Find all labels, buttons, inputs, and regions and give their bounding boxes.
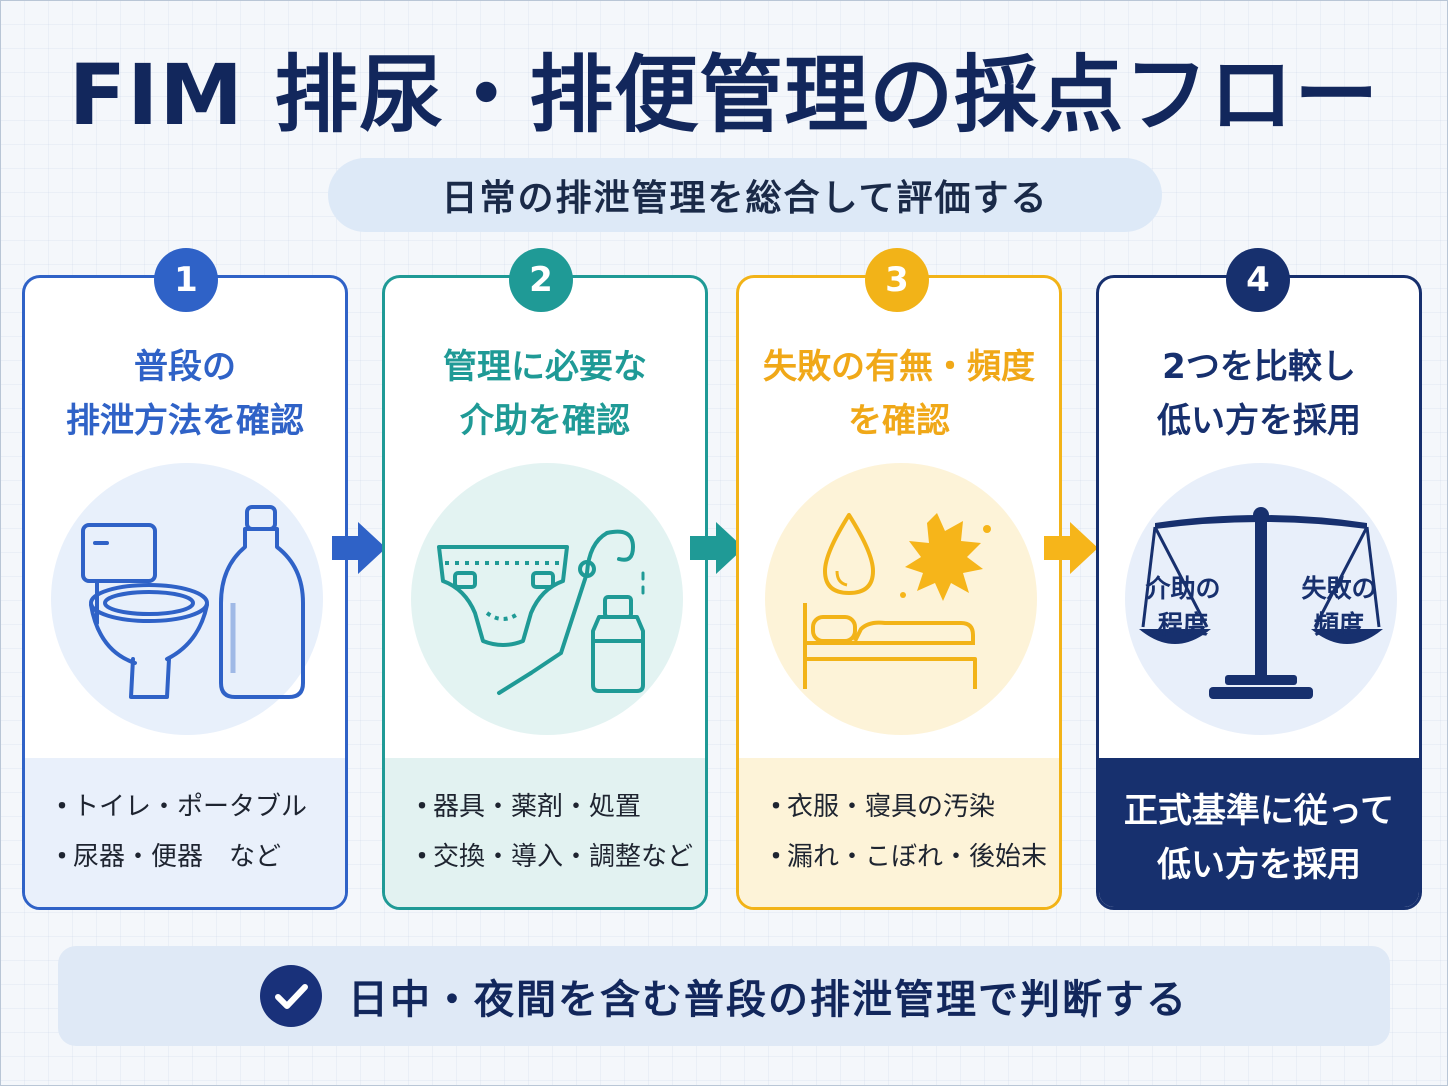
droplet-icon	[823, 513, 875, 595]
list-item: ・トイレ・ポータブル	[49, 782, 345, 832]
bullet-dot: ・	[49, 792, 76, 822]
bullet-dot: ・	[763, 842, 790, 872]
step-4-heading: 2つを比較し 低い方を採用	[1157, 347, 1361, 441]
arrow-right-icon	[1044, 522, 1098, 574]
arrow-right-icon	[332, 522, 386, 574]
list-item-text: 交換・導入・調整など	[433, 842, 694, 872]
bullet-dot: ・	[409, 842, 436, 872]
list-item-text: 漏れ・こぼれ・後始末	[787, 842, 1048, 872]
list-item-text: 衣服・寝具の汚染	[787, 792, 996, 822]
step-3-illustration	[765, 463, 1037, 735]
step-1-badge: 1	[154, 248, 218, 312]
scale-left-label: 介助の 程度	[1145, 574, 1221, 639]
page-title: FIM 排尿・排便管理の採点フロー	[68, 46, 1380, 144]
scale-right-label: 失敗の 頻度	[1301, 574, 1377, 639]
step-3-details: ・衣服・寝具の汚染 ・漏れ・こぼれ・後始末	[739, 758, 1059, 907]
step-1-card: 普段の 排泄方法を確認 ・トイレ・ポータブル ・尿器・便器 など	[22, 275, 348, 910]
list-item: ・尿器・便器 など	[49, 832, 345, 882]
step-2-heading: 管理に必要な 介助を確認	[443, 347, 647, 441]
step-3-card: 失敗の有無・頻度 を確認 ・衣服・寝具の汚染 ・漏れ・こぼれ・後始末	[736, 275, 1062, 910]
bullet-dot: ・	[49, 842, 76, 872]
list-item-text: 器具・薬剤・処置	[433, 792, 642, 822]
step-4-card: 2つを比較し 低い方を採用 介助の 程度 失敗の 頻度 正式基準に従って 低い方…	[1096, 275, 1422, 910]
step-2-card: 管理に必要な 介助を確認	[382, 275, 708, 910]
step-4-details: 正式基準に従って 低い方を採用	[1099, 758, 1419, 907]
checkmark-icon	[260, 965, 322, 1027]
step-1-heading: 普段の 排泄方法を確認	[66, 347, 304, 441]
step-1-details: ・トイレ・ポータブル ・尿器・便器 など	[25, 758, 345, 907]
step-4-badge: 4	[1226, 248, 1290, 312]
bullet-dot: ・	[409, 792, 436, 822]
step-2-illustration	[411, 463, 683, 735]
urinal-bottle-icon	[219, 505, 305, 699]
list-item-text: 尿器・便器 など	[73, 842, 282, 872]
diaper-icon	[437, 545, 569, 647]
list-item-text: トイレ・ポータブル	[73, 792, 308, 822]
bottom-note: 日中・夜間を含む普段の排泄管理で判断する	[58, 946, 1390, 1046]
balance-scale-icon	[1139, 507, 1383, 699]
step-2-details: ・器具・薬剤・処置 ・交換・導入・調整など	[385, 758, 705, 907]
list-item: ・漏れ・こぼれ・後始末	[763, 832, 1059, 882]
step-4-illustration: 介助の 程度 失敗の 頻度	[1125, 463, 1397, 735]
bullet-dot: ・	[763, 792, 790, 822]
list-item: ・器具・薬剤・処置	[409, 782, 705, 832]
step-1-illustration	[51, 463, 323, 735]
arrow-right-icon	[690, 522, 744, 574]
toilet-icon	[81, 523, 209, 699]
step-4-footer: 正式基準に従って 低い方を採用	[1123, 791, 1395, 885]
bed-icon	[803, 603, 977, 689]
step-2-badge: 2	[509, 248, 573, 312]
splash-icon	[900, 513, 991, 601]
catheter-icon	[497, 529, 645, 695]
bottom-note-text: 日中・夜間を含む普段の排泄管理で判断する	[348, 977, 1188, 1023]
list-item: ・交換・導入・調整など	[409, 832, 705, 882]
list-item: ・衣服・寝具の汚染	[763, 782, 1059, 832]
medicine-bottle-icon	[591, 595, 645, 693]
subtitle-pill: 日常の排泄管理を総合して評価する	[328, 158, 1162, 232]
step-3-heading: 失敗の有無・頻度 を確認	[763, 347, 1035, 441]
step-3-badge: 3	[865, 248, 929, 312]
